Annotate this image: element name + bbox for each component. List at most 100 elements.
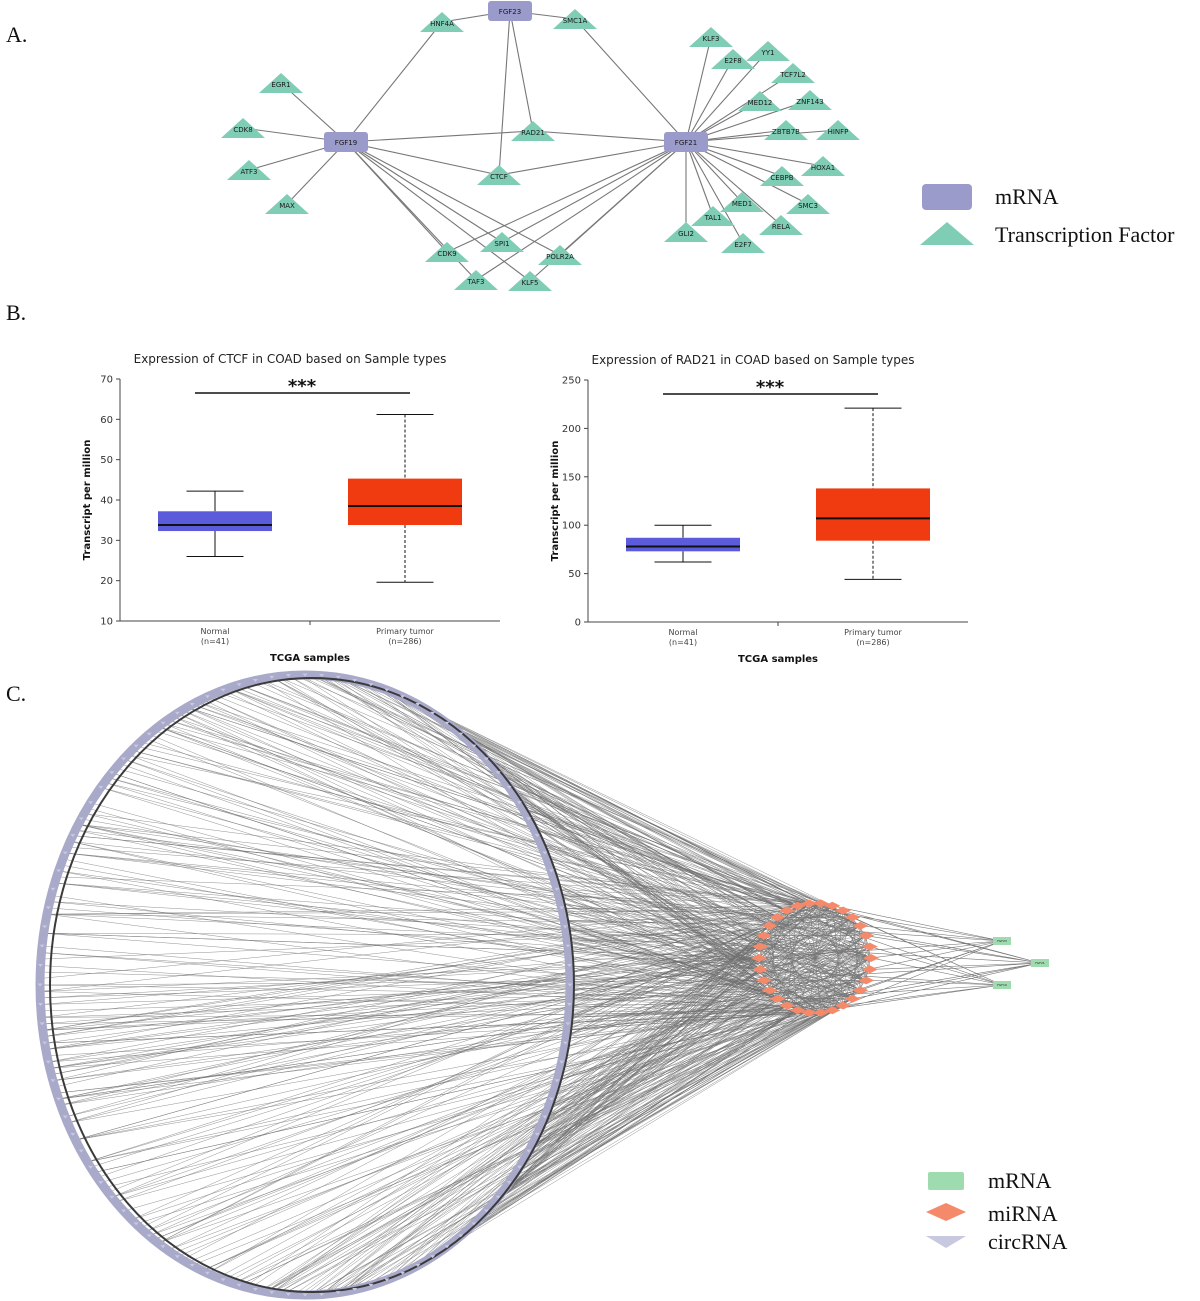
edge-fgf19-polr2a [345, 141, 561, 256]
circrna-node [285, 674, 291, 678]
edge-hnf4a-fgf19 [345, 21, 443, 143]
circrna-node [98, 1181, 104, 1185]
svg-text:FGF19: FGF19 [335, 139, 357, 147]
svg-text:RELA: RELA [772, 223, 790, 231]
mirna-node [779, 1001, 795, 1010]
svg-text:CDK9: CDK9 [437, 250, 456, 258]
panel-label-b: B. [6, 300, 26, 325]
y-tick-label: 50 [100, 455, 113, 466]
box-body [158, 511, 272, 532]
legend-tf-label: Transcription Factor [995, 222, 1175, 247]
legend-mrna-swatch [922, 184, 972, 210]
svg-text:CDK8: CDK8 [233, 126, 252, 134]
box-normal [158, 490, 272, 557]
circrna-node [56, 1097, 62, 1101]
svg-text:ATF3: ATF3 [240, 168, 257, 176]
circrna-node [45, 906, 51, 910]
legend-c-mrna-swatch [928, 1172, 964, 1190]
edge-fgf21-rela [685, 141, 782, 226]
c-mrna-node-fgf19: FGF19 [993, 981, 1011, 989]
edge-fgf19-rad21 [345, 130, 534, 143]
edge-fgf19-max [286, 141, 347, 205]
svg-text:RAD21: RAD21 [521, 129, 545, 137]
circrna-node [384, 1278, 390, 1282]
mrna-node-fgf21: FGF21 [664, 132, 708, 152]
y-tick-label: 60 [100, 415, 113, 426]
legend-tf-swatch [920, 222, 974, 245]
edge-fgf21-hoxa1 [685, 141, 824, 167]
circrna-node [562, 925, 568, 929]
circrna-node [495, 1195, 501, 1199]
circrna-node [430, 711, 436, 715]
circrna-node [121, 1209, 127, 1213]
svg-text:HOXA1: HOXA1 [811, 164, 835, 172]
svg-text:CTCF: CTCF [490, 173, 508, 181]
y-tick-label: 70 [100, 375, 113, 386]
circrna-node [400, 695, 406, 699]
tf-node-hoxa1: HOXA1 [801, 156, 845, 176]
circrna-node [109, 1195, 115, 1199]
y-tick-label: 200 [562, 424, 581, 435]
circrna-node [335, 675, 341, 679]
mirna-node [752, 942, 769, 951]
mirna-node [755, 931, 772, 940]
box-primary-tumor [816, 407, 930, 580]
tf-node-max: MAX [265, 194, 309, 214]
circrna-ring-inner [49, 676, 575, 1294]
legend-mrna-label: mRNA [995, 184, 1059, 209]
edge-fgf21-taf3 [475, 141, 687, 281]
mirna-node [789, 1006, 806, 1015]
circrna-node [42, 1041, 48, 1045]
circrna-node [189, 702, 195, 706]
circrna-node [566, 1002, 572, 1006]
circrna-node [319, 674, 325, 678]
circrna-node [236, 683, 242, 687]
circrna-node [352, 1288, 358, 1292]
circrna-node [566, 964, 572, 968]
significance-label: *** [756, 377, 785, 398]
edge-fgf21-spi1 [501, 141, 687, 243]
tf-node-atf3: ATF3 [227, 160, 271, 180]
tf-node-ctcf: CTCF [477, 165, 521, 185]
tf-node-cebpb: CEBPB [760, 166, 804, 186]
category-n-label: (n=286) [856, 638, 889, 647]
circrna-node [319, 1292, 325, 1296]
circrna-node [352, 678, 358, 682]
svg-text:HNF4A: HNF4A [430, 20, 454, 28]
legend-c-mirna-swatch [926, 1203, 966, 1221]
svg-text:SPI1: SPI1 [494, 240, 509, 248]
circrna-node [565, 1022, 571, 1026]
tf-node-gli2: GLI2 [664, 222, 708, 242]
category-label: Primary tumor [376, 627, 434, 636]
svg-text:FGF23: FGF23 [997, 939, 1007, 943]
tf-node-cdk8: CDK8 [221, 118, 265, 138]
category-label: Primary tumor [844, 628, 902, 637]
category-n-label: (n=41) [201, 637, 229, 646]
c-mrna-node-fgf23: FGF23 [993, 937, 1011, 945]
mirna-node [769, 913, 786, 922]
circrna-node [526, 817, 532, 821]
tf-node-klf5: KLF5 [508, 271, 552, 291]
y-tick-label: 40 [100, 496, 113, 507]
tf-node-hnf4a: HNF4A [420, 12, 464, 32]
svg-text:SMC1A: SMC1A [563, 17, 588, 25]
circrna-node [133, 744, 139, 748]
circrna-node [534, 1132, 540, 1136]
circrna-node [548, 869, 554, 873]
svg-text:FGF21: FGF21 [675, 139, 697, 147]
mirna-node [752, 965, 769, 974]
circrna-node [285, 1292, 291, 1296]
circrna-node [174, 1255, 180, 1259]
circrna-node [444, 1245, 450, 1249]
circrna-node [554, 1079, 560, 1083]
edge-fgf19-klf5 [345, 141, 531, 282]
circrna-node [38, 1002, 44, 1006]
edge-fgf21-e2f8 [685, 58, 734, 143]
circrna-node [204, 1271, 210, 1275]
circrna-node [516, 1165, 522, 1169]
category-n-label: (n=41) [669, 638, 697, 647]
circrna-node [302, 1293, 308, 1297]
circrna-node [133, 1222, 139, 1226]
